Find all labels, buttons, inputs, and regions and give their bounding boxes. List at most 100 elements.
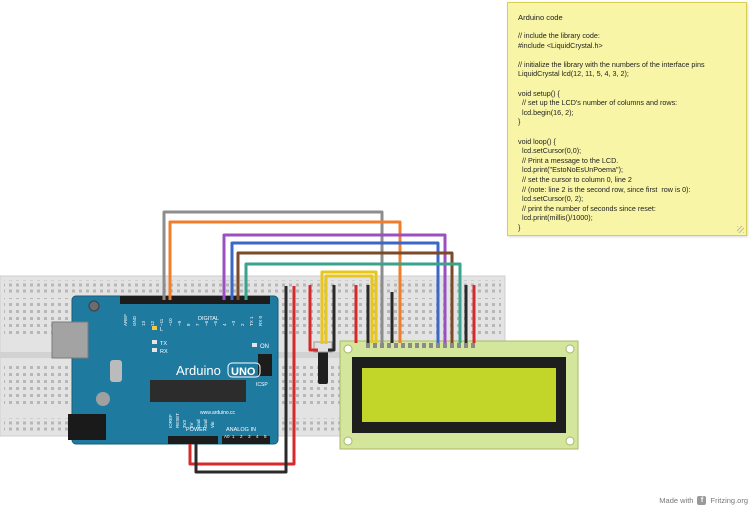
pin-label: 1: [232, 434, 235, 439]
wire-teal: [244, 262, 462, 343]
pin-label: 3: [248, 434, 251, 439]
wire-blue: [230, 241, 440, 343]
code-line: LiquidCrystal lcd(12, 11, 5, 4, 3, 2);: [518, 69, 629, 79]
usb-port: [51, 321, 89, 359]
lcd-pin: [394, 343, 398, 348]
wires: [162, 210, 476, 474]
rx-led: [152, 348, 157, 352]
power-header: [168, 436, 218, 444]
lcd-pin: [422, 343, 426, 348]
code-line: #include <LiquidCrystal.h>: [518, 40, 603, 50]
pin-label: 12: [150, 320, 155, 326]
analog-label: ANALOG IN: [226, 427, 256, 433]
pin-label: Gnd: [196, 419, 201, 428]
pin-label: 13: [141, 320, 146, 326]
power-jack: [68, 414, 106, 440]
pin-label: Vin: [210, 421, 215, 428]
pin-label: 4: [222, 323, 227, 326]
made-with-label: Made with: [659, 496, 694, 505]
pin-label: AREF: [123, 314, 128, 326]
pin-label: ~3: [231, 320, 236, 326]
code-line: lcd.setCursor(0,0);: [521, 146, 582, 156]
on-led: [252, 343, 257, 347]
pin-label: 2: [240, 434, 243, 439]
code-line: void setup() {: [518, 88, 560, 98]
breadboard-top-rail: [4, 280, 501, 294]
wire-gray: [162, 210, 384, 343]
uno-badge: [227, 362, 261, 378]
lcd-pin-header: [366, 343, 475, 348]
tx-led: [152, 340, 157, 344]
wire-black-gnd: [194, 286, 288, 474]
code-line: }: [518, 222, 521, 232]
icsp-header: [258, 354, 272, 376]
lcd-mount-hole: [343, 344, 353, 354]
capacitor: [96, 392, 110, 406]
lcd-pin: [443, 343, 447, 348]
lcd-pin: [415, 343, 419, 348]
pin-label: RESET: [175, 413, 180, 428]
wire-yellow: [320, 270, 378, 344]
code-line: // (note: line 2 is the second row, sinc…: [521, 184, 691, 194]
lcd-pin: [387, 343, 391, 348]
digital-header: [120, 296, 270, 304]
pin-label: ~10: [168, 318, 173, 326]
code-line: void loop() {: [518, 136, 556, 146]
pin-label: 5: [264, 434, 267, 439]
analog-header: [222, 436, 270, 444]
code-sticky-note: Arduino code // include the library code…: [507, 2, 747, 236]
lcd-mount-hole: [565, 436, 575, 446]
tx-label: TX: [160, 341, 167, 347]
lcd-screen: [362, 368, 556, 422]
note-resize-grip[interactable]: [737, 226, 744, 233]
lcd-mount-hole: [343, 436, 353, 446]
lcd-pin: [436, 343, 440, 348]
board-brand: Arduino: [176, 363, 221, 378]
lcd-pin: [401, 343, 405, 348]
pin-label: 2: [240, 323, 245, 326]
code-line: // include the library code:: [518, 31, 600, 40]
code-line: lcd.setCursor(0, 2);: [521, 194, 584, 204]
code-line: // Print a message to the LCD.: [521, 155, 619, 165]
wire-brown: [236, 251, 454, 343]
l-led: [152, 326, 157, 330]
fritzing-credit: Made with f Fritzing.org: [659, 496, 748, 505]
arduino-uno-board: Arduino UNO ON DIGITAL POWER ANALOG IN T…: [51, 295, 279, 445]
pin-label: 4: [256, 434, 259, 439]
l-label: L: [160, 327, 163, 333]
code-line: // initialize the library with the numbe…: [518, 59, 705, 69]
pin-label: IOREF: [168, 414, 173, 428]
pin-label: 3V3: [182, 419, 187, 428]
lcd-pin: [366, 343, 370, 348]
pin-label: RX 0: [258, 315, 263, 326]
wire-yellow-2: [324, 274, 374, 344]
on-label: ON: [260, 344, 269, 350]
pin-label: 5V: [189, 422, 194, 428]
wire-red-5v: [188, 286, 296, 466]
fritzing-brand: Fritzing.org: [710, 496, 748, 505]
note-title: Arduino code: [518, 13, 563, 22]
rx-label: RX: [160, 349, 168, 355]
note-code-block: // include the library code: #include <L…: [518, 31, 705, 232]
lcd-pin: [373, 343, 377, 348]
digital-label: DIGITAL: [198, 316, 219, 322]
crystal: [110, 360, 122, 382]
code-line: }: [518, 117, 521, 127]
lcd-16x2-display: [339, 340, 579, 450]
pin-label: ~11: [159, 318, 164, 326]
code-line: // set up the LCD's number of columns an…: [521, 98, 678, 108]
lcd-pin: [429, 343, 433, 348]
code-line: lcd.print(millis()/1000);: [521, 213, 593, 223]
board-model: UNO: [231, 366, 256, 378]
lcd-pin: [471, 343, 475, 348]
pin-label: GND: [132, 315, 137, 326]
pin-label: ~5: [213, 320, 218, 326]
code-line: lcd.print("EstoNoEsUnPoema");: [521, 165, 623, 175]
wire-red-pot: [308, 285, 318, 352]
code-line: // set the cursor to column 0, line 2: [521, 174, 632, 184]
wire-purple: [222, 233, 447, 343]
